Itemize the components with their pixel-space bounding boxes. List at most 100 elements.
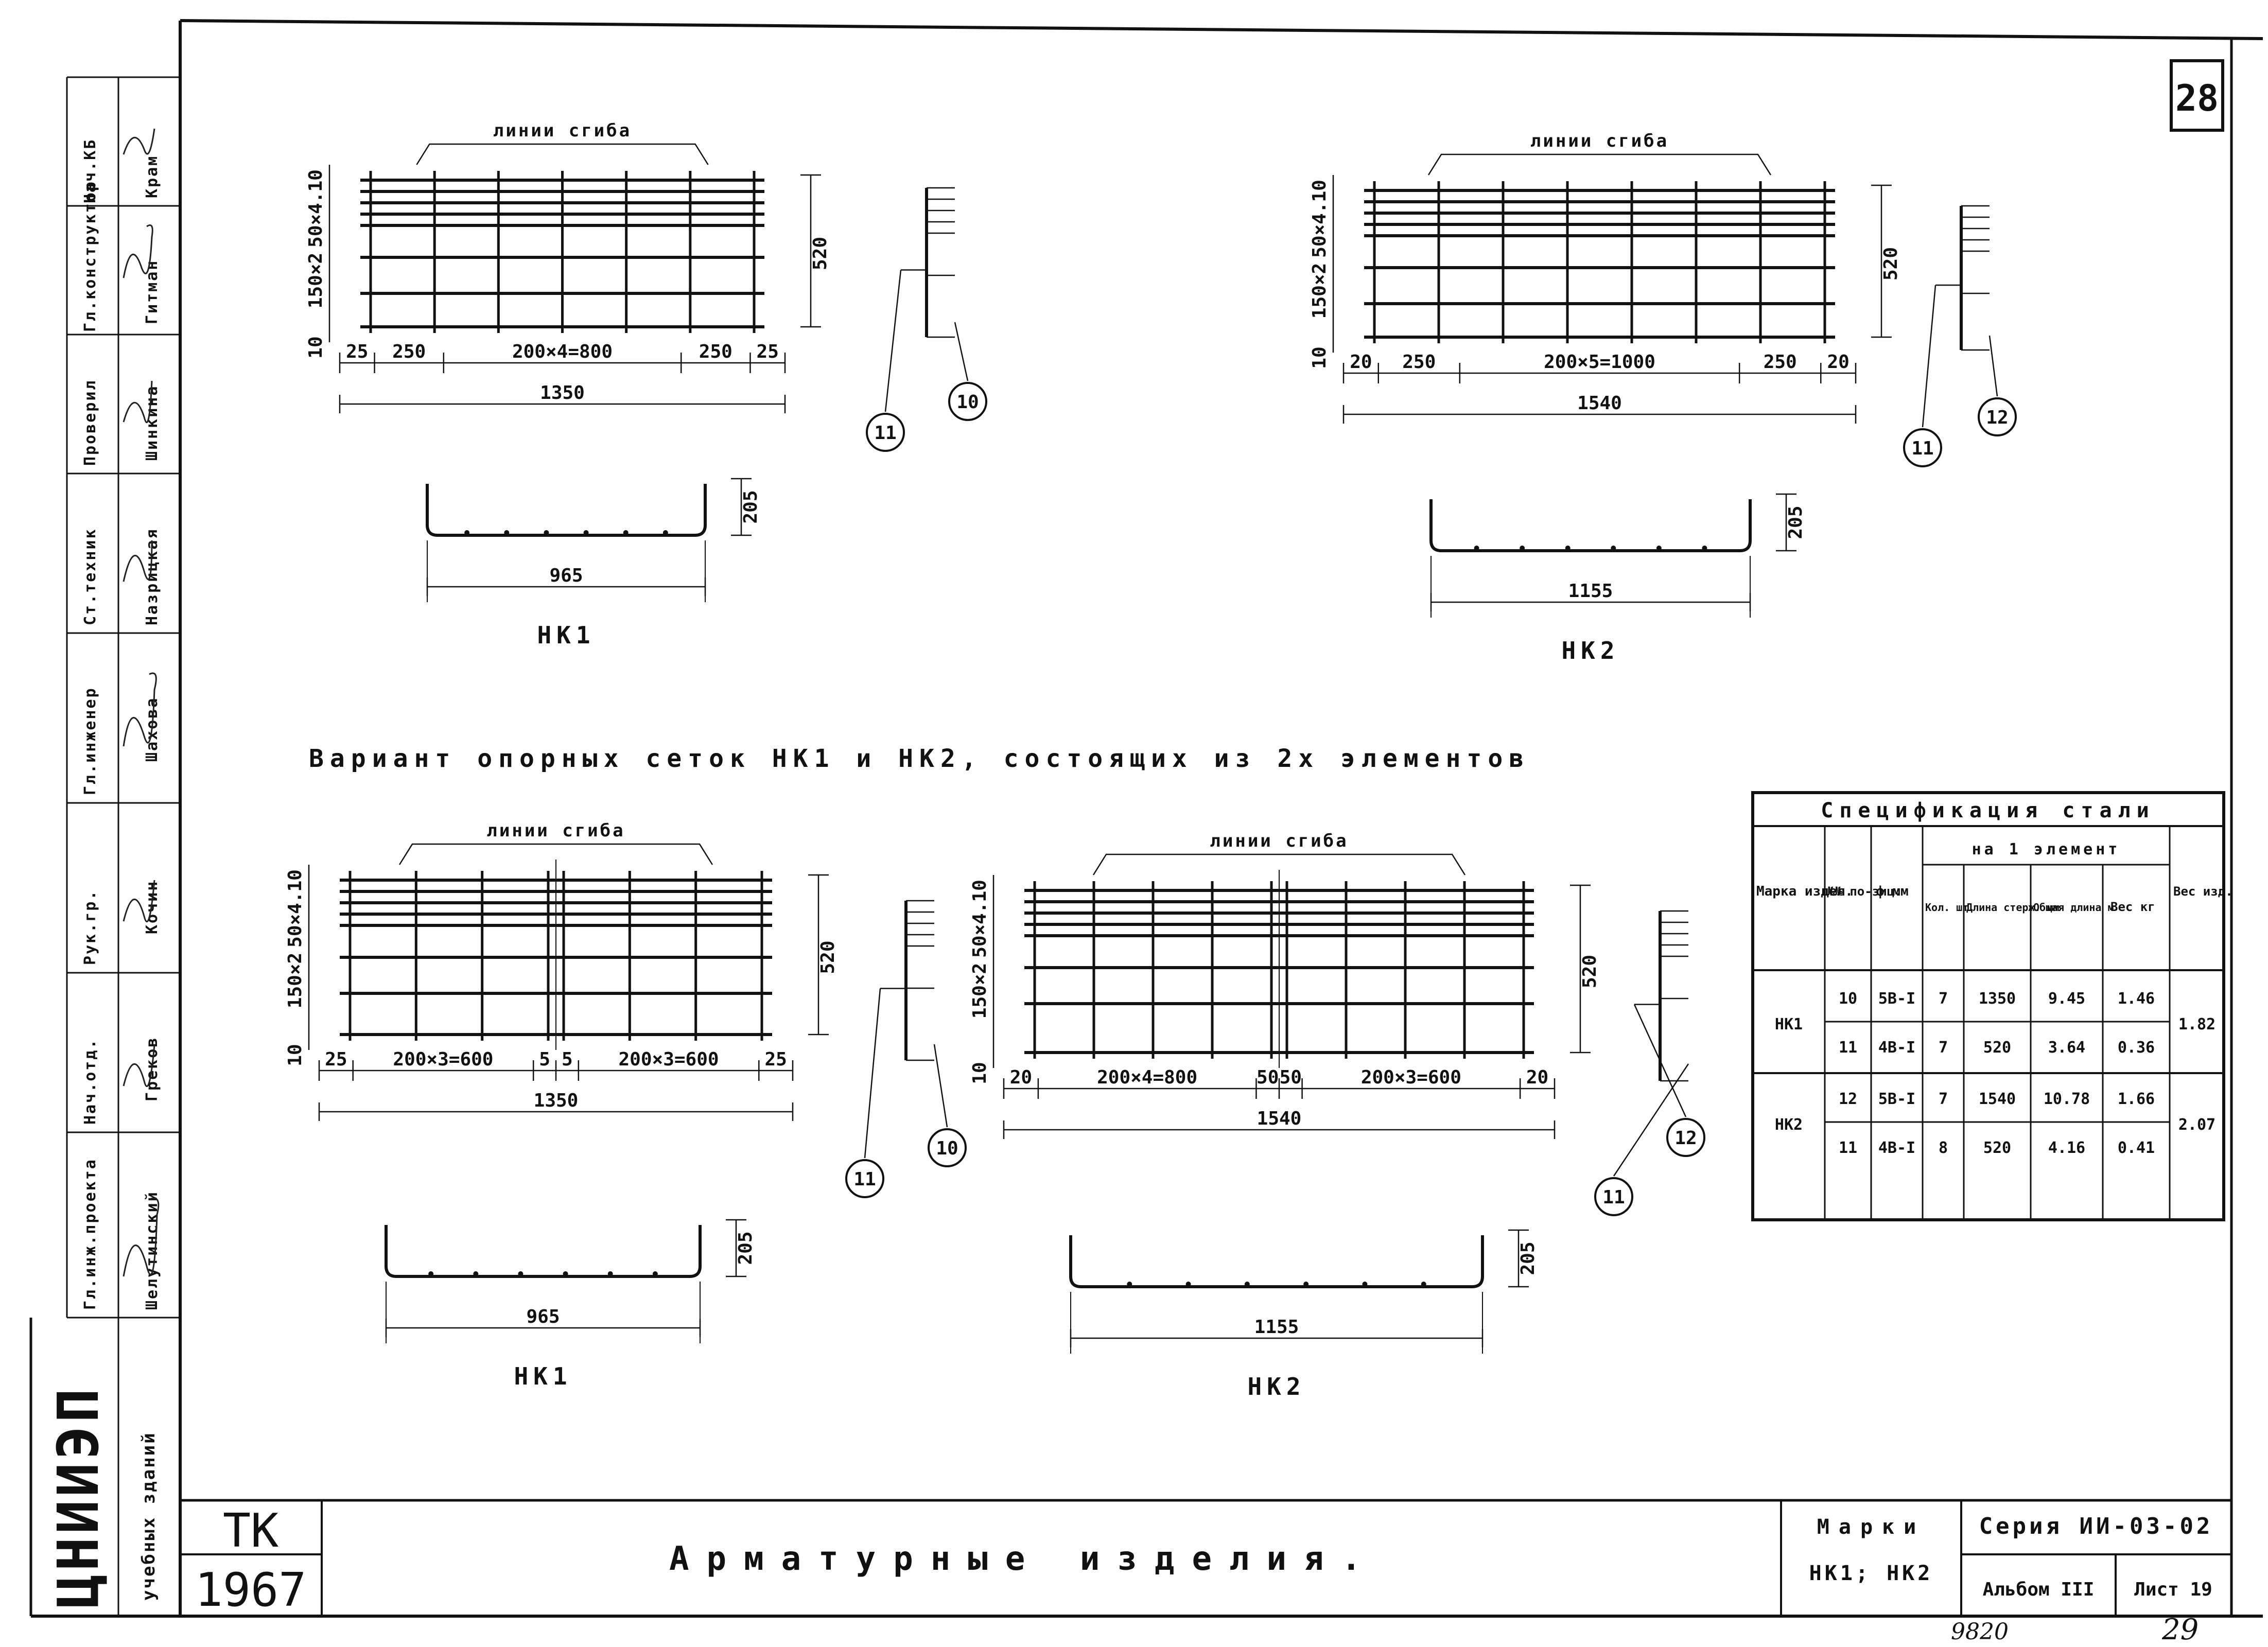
spec-cell-qty: 7	[1939, 1039, 1948, 1057]
bent-profile	[1429, 499, 1752, 552]
mesh-label: НК2	[1247, 1373, 1305, 1400]
pitch-label: 150×2	[1309, 263, 1330, 319]
segment-label: 5	[562, 1049, 573, 1070]
dimension-label: 1540	[1257, 1108, 1302, 1129]
position-number: 11	[1602, 1187, 1625, 1208]
pitch-label: 10	[285, 1044, 306, 1066]
rod-section	[563, 1271, 568, 1276]
rod-section	[544, 530, 549, 535]
position-number: 12	[1674, 1128, 1697, 1149]
segment-label: 200×5=1000	[1544, 352, 1655, 373]
pitch-label: 10	[305, 336, 326, 358]
rod-section	[1421, 1282, 1426, 1287]
list-number: Лист 19	[2134, 1579, 2212, 1600]
segment-label: 250	[1402, 352, 1436, 373]
rod-section	[1611, 546, 1616, 551]
bent-profile	[426, 484, 707, 537]
rod-section	[473, 1271, 479, 1276]
segment-label: 25	[325, 1049, 347, 1070]
bend-line-label: линии сгиба	[1210, 831, 1348, 851]
segment-label: 200×3=600	[1361, 1067, 1461, 1088]
position-marker	[845, 1159, 884, 1198]
bent-height-label: 205	[740, 490, 761, 523]
position-marker	[1594, 1177, 1633, 1216]
spec-cell-qty: 7	[1939, 1090, 1948, 1108]
segment-label: 250	[1764, 352, 1797, 373]
segment-label: 200×4=800	[512, 341, 613, 362]
position-marker	[1666, 1118, 1705, 1157]
dimension-label: 1350	[534, 1090, 579, 1111]
pitch-label: 150×2	[969, 963, 990, 1019]
pitch-label: 10	[969, 1062, 990, 1084]
spec-cell-weight: 1.46	[2118, 990, 2155, 1008]
position-marker	[1903, 428, 1942, 467]
leader-line	[1633, 1004, 1687, 1117]
spec-header-len: Длина стерж. мм	[1966, 901, 2060, 914]
spec-cell-qty: 7	[1939, 990, 1948, 1008]
segment-label: 5	[539, 1049, 550, 1070]
segment-label: 25	[346, 341, 368, 362]
rod-section	[518, 1271, 524, 1276]
spec-cell-pos: 12	[1839, 1090, 1857, 1108]
position-marker	[928, 1128, 967, 1167]
dimension-label: 1540	[1577, 393, 1622, 414]
rod-section	[1303, 1282, 1309, 1287]
org-subtitle: учебных зданий	[138, 1431, 159, 1601]
tk-label: ТК	[223, 1504, 278, 1558]
marks-label: Марки	[1817, 1515, 1925, 1539]
bend-line-label: линии сгиба	[486, 820, 625, 841]
spec-cell-mark: НК2	[1775, 1116, 1803, 1134]
pitch-label: 10	[1309, 346, 1330, 369]
spec-cell-weight: 0.41	[2118, 1139, 2155, 1157]
spec-table: Спецификация стали на 1 элемент Марка из…	[1751, 791, 2233, 1221]
spec-cell-weight: 1.66	[2118, 1090, 2155, 1108]
pitch-label: 50×4.10	[305, 169, 326, 248]
leader-line	[1988, 335, 1998, 397]
rod-section	[464, 530, 470, 535]
stamp-role: Гл.инж.проекта	[81, 1158, 99, 1310]
stamp-role: Проверил	[81, 379, 99, 466]
spec-cell-item-weight: 1.82	[2178, 1015, 2215, 1033]
spec-cell-pos: 11	[1839, 1139, 1857, 1157]
approval-stamp	[29, 76, 180, 1616]
spec-cell-qty: 8	[1939, 1139, 1948, 1157]
spec-cell-item-weight: 2.07	[2178, 1116, 2215, 1134]
spec-header-item-weight: Вес изд.	[2173, 884, 2233, 899]
dimension-label: 965	[549, 565, 583, 586]
stamp-name: Гитман	[143, 259, 161, 324]
leader-line	[1922, 285, 1936, 428]
position-number: 11	[874, 423, 896, 444]
rod-section	[1127, 1282, 1132, 1287]
rod-section	[1244, 1282, 1250, 1287]
height-label: 520	[810, 237, 831, 270]
position-number: 10	[936, 1138, 958, 1159]
spec-cell-len: 520	[1983, 1139, 2011, 1157]
bend-line-bracket	[1427, 153, 1772, 176]
segment-label: 20	[1827, 352, 1849, 373]
bent-profile	[1069, 1235, 1484, 1288]
bend-line-bracket	[416, 143, 709, 165]
bend-line-label: линии сгиба	[1530, 131, 1669, 151]
position-number: 12	[1986, 407, 2008, 428]
spec-cell-total-len: 9.45	[2048, 990, 2085, 1008]
rod-section	[504, 530, 510, 535]
mesh-label: НК2	[1561, 637, 1619, 664]
dimension-label: 1350	[540, 382, 585, 404]
spec-cell-total-len: 10.78	[2044, 1090, 2090, 1108]
segment-label: 20	[1526, 1067, 1548, 1088]
variant-caption: Вариант опорных сеток НК1 и НК2, состоящ…	[309, 744, 1530, 773]
series: Серия ИИ-03-02	[1979, 1513, 2213, 1539]
spec-cell-pos: 11	[1839, 1039, 1857, 1057]
rod-section	[1185, 1282, 1191, 1287]
stamp-name: Крам	[143, 155, 161, 198]
signature-marks	[123, 128, 160, 1277]
title-block: ТК 1967 Арматурные изделия. Марки НК1; Н…	[180, 1499, 2231, 1617]
segment-label: 200×3=600	[393, 1049, 493, 1070]
position-number: 10	[956, 392, 979, 413]
stamp-text: Нач.КБ Гл.конструктор Проверил Ст.техник…	[45, 128, 161, 1608]
rod-section	[1565, 546, 1571, 551]
sheet-number-box: 28	[2170, 59, 2224, 132]
pitch-label: 150×2	[285, 953, 306, 1008]
